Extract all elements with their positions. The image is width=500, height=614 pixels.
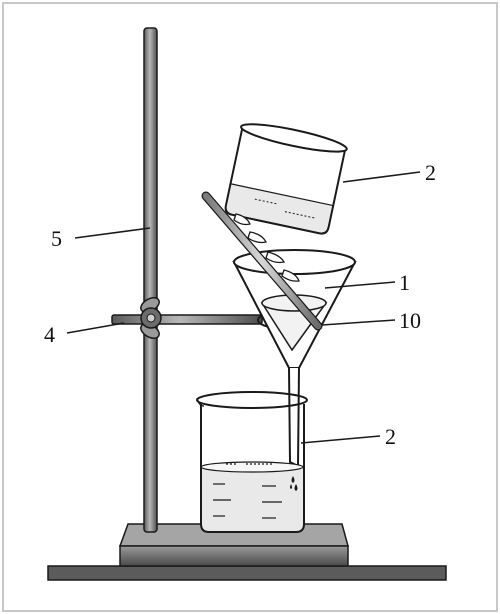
label-stand-rod: 5	[51, 226, 62, 251]
clamp-boss	[140, 297, 162, 339]
clamp-arm	[111, 314, 263, 325]
label-funnel: 1	[399, 270, 410, 295]
callout-lines	[66, 171, 421, 444]
table-surface	[47, 565, 447, 581]
label-tilted-beaker: 2	[425, 160, 436, 185]
label-filter-paper: 10	[399, 308, 421, 333]
graduation-marks	[213, 463, 282, 519]
label-clamp: 4	[44, 322, 55, 347]
pouring-beaker	[224, 123, 348, 235]
funnel	[232, 249, 357, 468]
pouring-liquid	[225, 183, 334, 234]
beaker-liquid	[201, 467, 304, 532]
receiving-beaker	[196, 391, 308, 533]
filtrate-drops	[290, 476, 298, 491]
liquid-stream	[233, 213, 300, 282]
glass-rod	[201, 191, 323, 331]
label-receiving-beaker: 2	[385, 424, 396, 449]
stand-rod	[143, 27, 158, 533]
